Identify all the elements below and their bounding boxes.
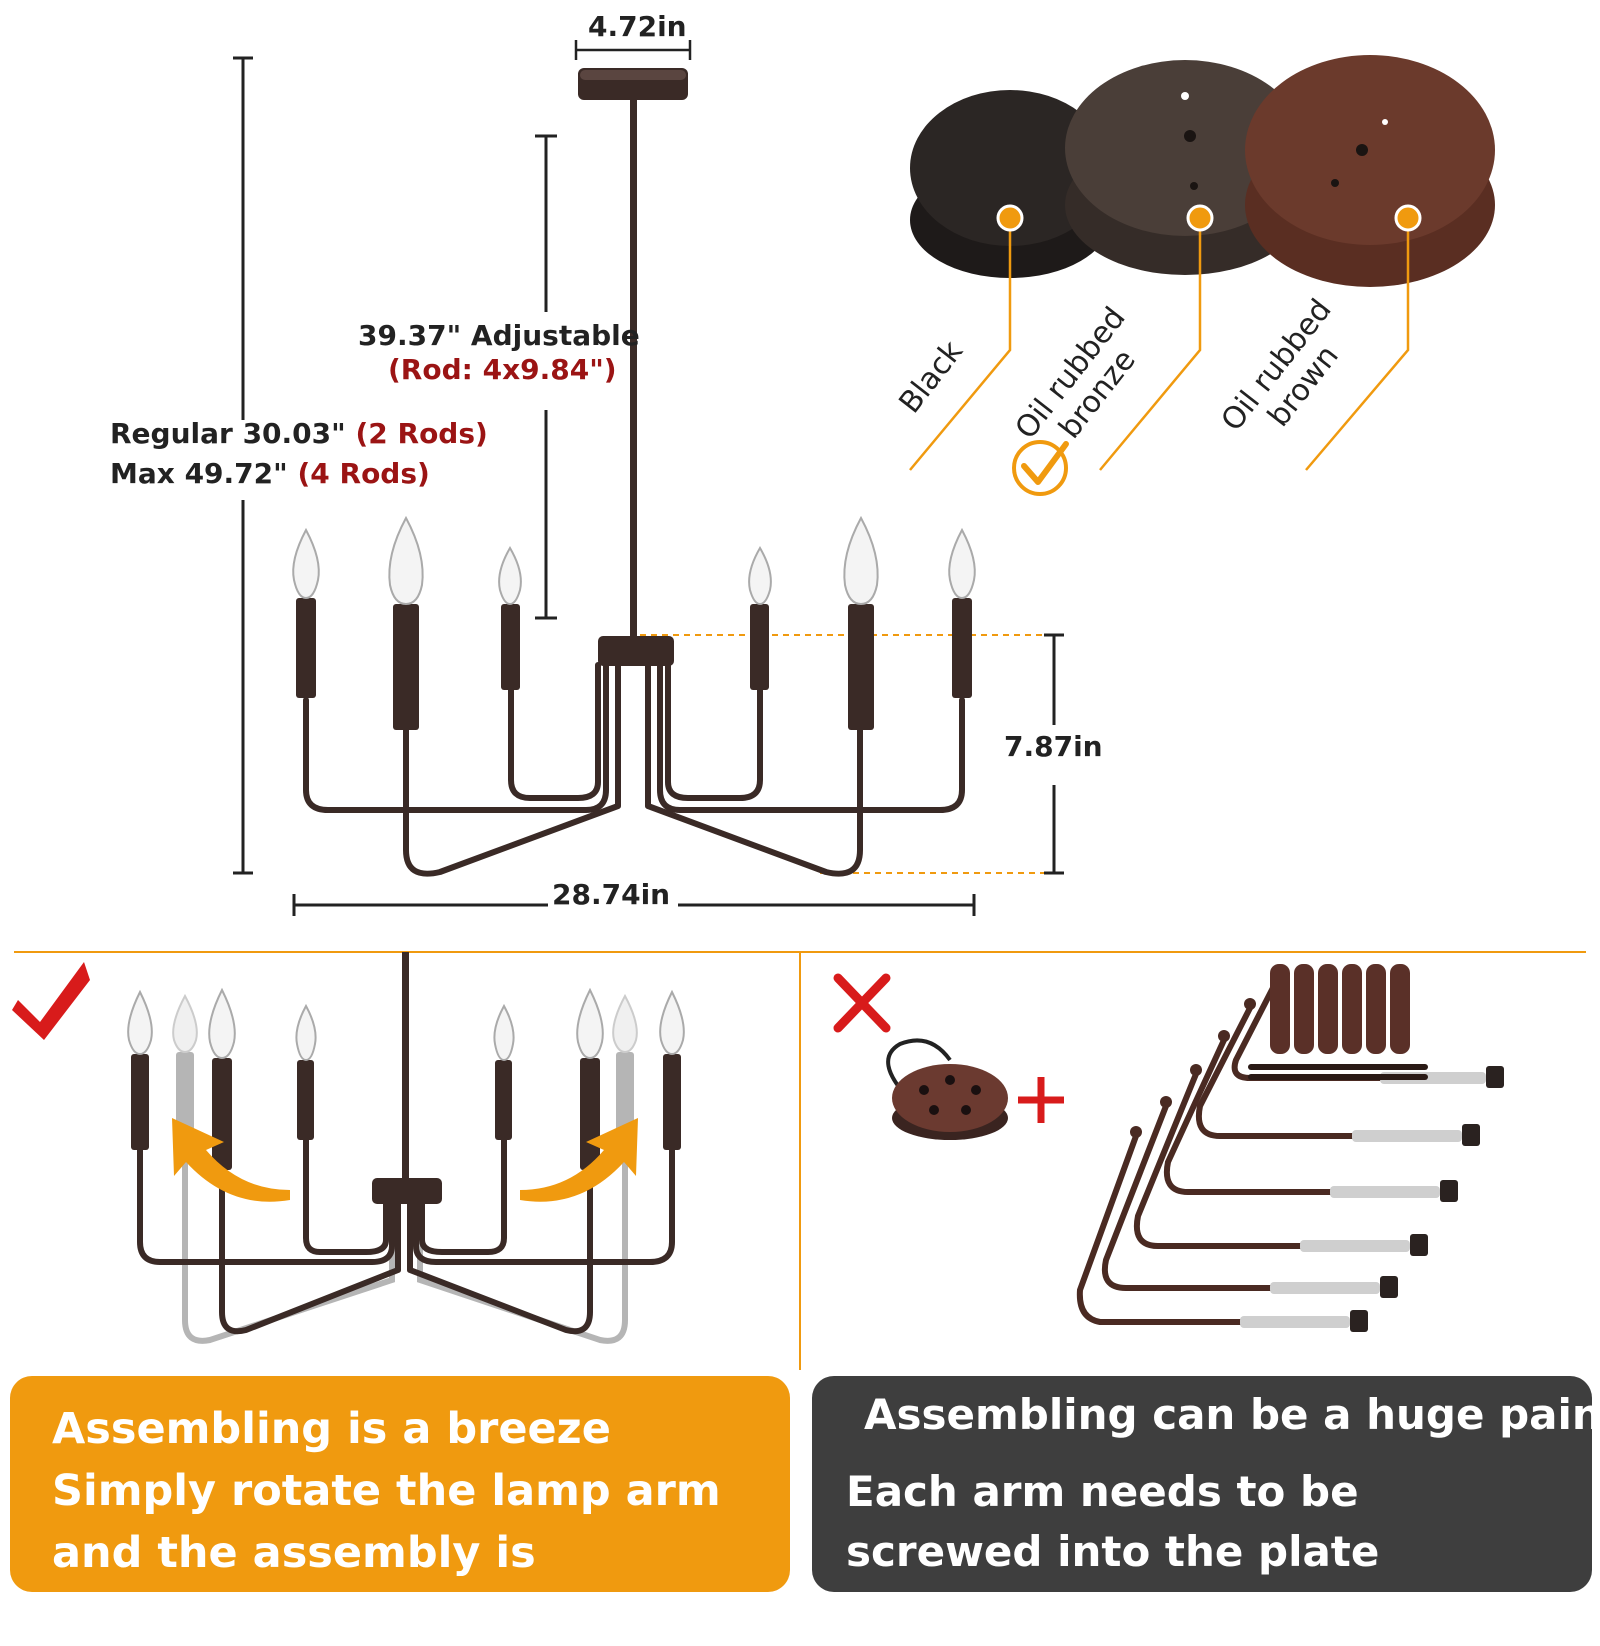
body-height-label: 7.87in — [1004, 730, 1103, 763]
rotate-arrow-icon — [172, 1118, 638, 1202]
body-height-marker — [640, 633, 1064, 875]
separate-parts-illustration — [833, 964, 1504, 1332]
finish-leader-lines — [909, 218, 1410, 471]
finish-swatch-oil-rubbed-brown[interactable] — [1245, 55, 1495, 287]
canopy-width-label: 4.72in — [588, 10, 687, 43]
down-rod — [630, 100, 637, 636]
hard-assembly-title: Assembling can be a huge pain — [864, 1390, 1600, 1439]
finish-swatch-black[interactable] — [910, 90, 1110, 278]
comparison-divider — [14, 951, 1586, 1370]
regular-height-value: Regular 30.03" — [110, 417, 346, 450]
rotate-arm-illustration — [12, 952, 685, 1344]
max-height-label: Max 49.72" (4 Rods) — [110, 454, 430, 494]
candle-bulbs — [292, 515, 976, 606]
regular-rods-count: (2 Rods) — [355, 417, 488, 450]
mounting-plate — [886, 1038, 1008, 1140]
max-height-value: Max 49.72" — [110, 457, 288, 490]
width-marker — [292, 894, 976, 916]
chandelier-dimension-diagram — [233, 40, 1495, 916]
regular-height-label: Regular 30.03" (2 Rods) — [110, 414, 488, 454]
selected-check-icon — [1012, 440, 1069, 496]
bad-cross-icon — [833, 973, 891, 1033]
chandelier-hub — [598, 636, 674, 666]
good-check-icon — [12, 962, 90, 1040]
hard-assembly-panel: Assembling can be a huge pain Each arm n… — [812, 1376, 1600, 1592]
rod-length-marker — [535, 134, 557, 620]
socket-parts — [1240, 1066, 1504, 1332]
easy-assembly-text: Assembling is a breeze Simply rotate the… — [52, 1404, 721, 1640]
rod-detail-label: (Rod: 4x9.84") — [388, 353, 617, 386]
finish-swatch-oil-rubbed-bronze[interactable] — [1065, 60, 1305, 275]
width-label: 28.74in — [552, 878, 671, 911]
ceiling-canopy — [578, 68, 688, 100]
plus-icon — [1018, 1077, 1064, 1123]
hard-assembly-text: Each arm needs to be screwed into the pl… — [846, 1467, 1380, 1576]
canopy-width-marker — [574, 40, 692, 60]
easy-assembly-panel: Assembling is a breeze Simply rotate the… — [10, 1376, 790, 1640]
loose-sleeves — [1270, 964, 1410, 1054]
max-rods-count: (4 Rods) — [297, 457, 430, 490]
chandelier-arms — [303, 662, 965, 877]
candle-sleeves — [296, 598, 972, 730]
total-height-marker — [233, 56, 253, 875]
finish-marker-dots — [996, 204, 1422, 232]
rod-length-label: 39.37" Adjustable — [358, 319, 640, 352]
loose-rods — [1248, 1064, 1428, 1080]
